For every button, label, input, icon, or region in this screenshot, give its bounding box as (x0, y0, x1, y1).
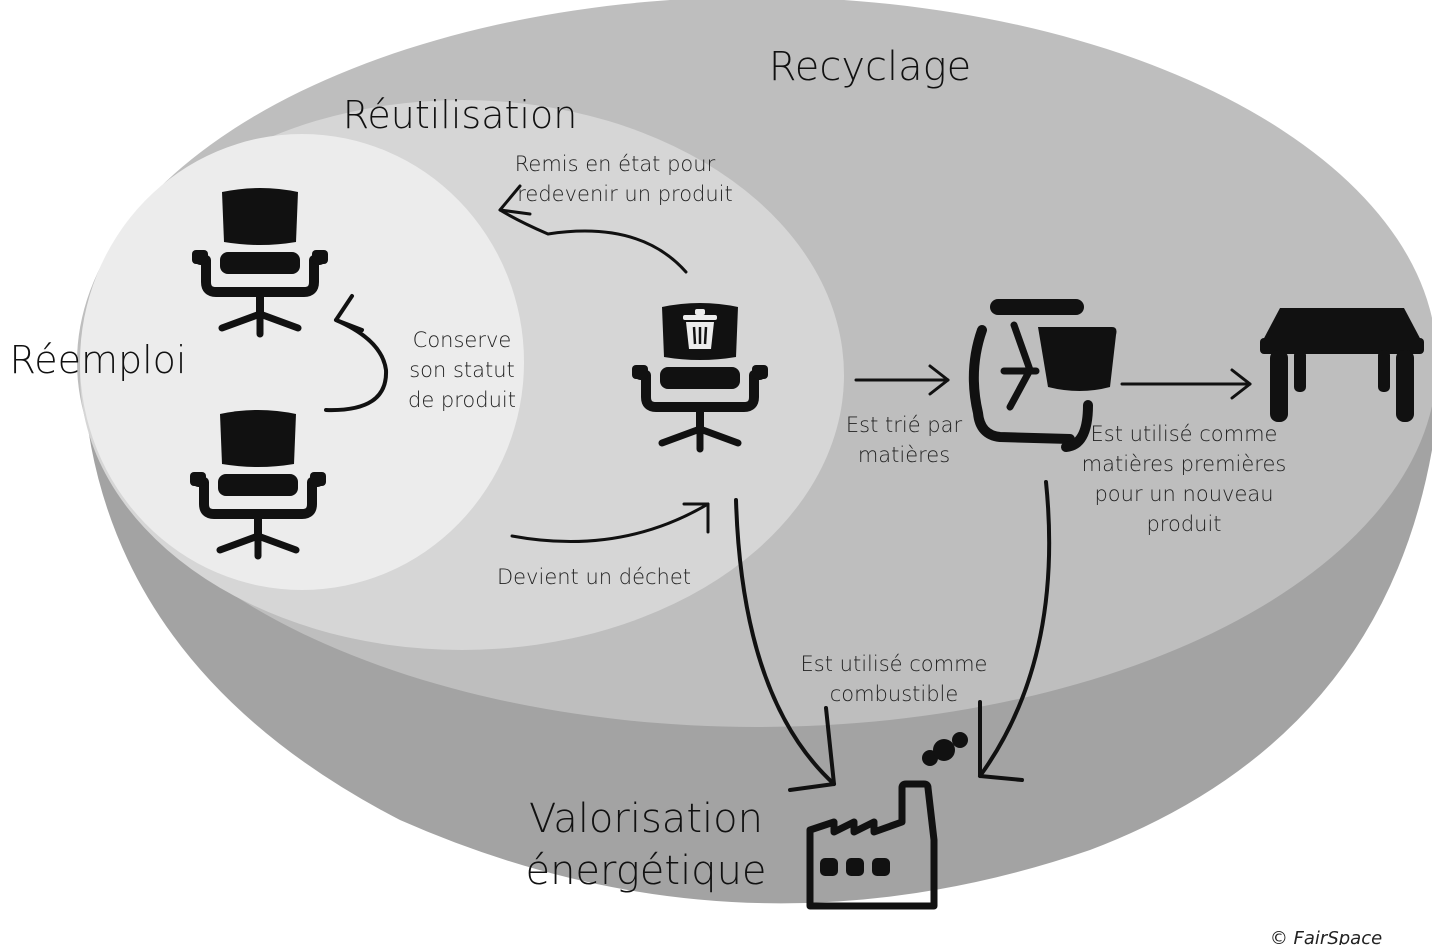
svg-text:Est utilisé comme: Est utilisé comme (1091, 422, 1278, 446)
svg-text:Est trié par: Est trié par (846, 413, 963, 437)
svg-text:matières premières: matières premières (1082, 452, 1287, 476)
arrow-matieres-premieres (1120, 368, 1252, 400)
svg-text:produit: produit (1146, 512, 1221, 536)
svg-text:combustible: combustible (830, 682, 959, 706)
copyright-text: © FairSpace (1270, 928, 1382, 945)
svg-text:de produit: de produit (408, 388, 516, 412)
valorisation-title-line2: énergétique (525, 848, 766, 894)
label-combustible: Est utilisé comme combustible (801, 652, 988, 706)
svg-text:pour un nouveau: pour un nouveau (1094, 482, 1273, 506)
svg-text:Est utilisé comme: Est utilisé comme (801, 652, 988, 676)
label-devient-dechet: Devient un déchet (497, 565, 691, 589)
smoke-icon (922, 732, 968, 766)
arrow-tri-matieres (854, 364, 950, 396)
svg-text:son statut: son statut (409, 358, 515, 382)
svg-text:matières: matières (858, 443, 950, 467)
arrow-devient-dechet (510, 502, 710, 544)
arrow-remis-en-etat (498, 184, 688, 274)
valorisation-title-line1: Valorisation (529, 796, 763, 842)
svg-text:Remis en état pour: Remis en état pour (515, 152, 716, 176)
arrow-combustible-left (734, 498, 836, 792)
arrow-combustible-right (978, 480, 1052, 782)
table-icon (1260, 308, 1424, 422)
svg-text:Conserve: Conserve (413, 328, 512, 352)
label-conserve-statut: Conserve son statut de produit (408, 328, 516, 412)
factory-icon (806, 732, 968, 910)
label-tri-matieres: Est trié par matières (846, 413, 963, 467)
disassembled-chair-icon (968, 299, 1117, 452)
recyclage-title: Recyclage (769, 44, 972, 90)
reemploi-title: Réemploi (10, 338, 187, 382)
trash-icon (683, 309, 717, 349)
arrow-conserve-statut (324, 294, 389, 413)
label-matieres-premieres: Est utilisé comme matières premières pou… (1082, 422, 1287, 536)
reutilisation-title: Réutilisation (343, 93, 578, 137)
svg-text:redevenir un produit: redevenir un produit (517, 182, 733, 206)
waste-chair-icon (632, 303, 768, 449)
label-remis-en-etat: Remis en état pour redevenir un produit (515, 152, 733, 206)
